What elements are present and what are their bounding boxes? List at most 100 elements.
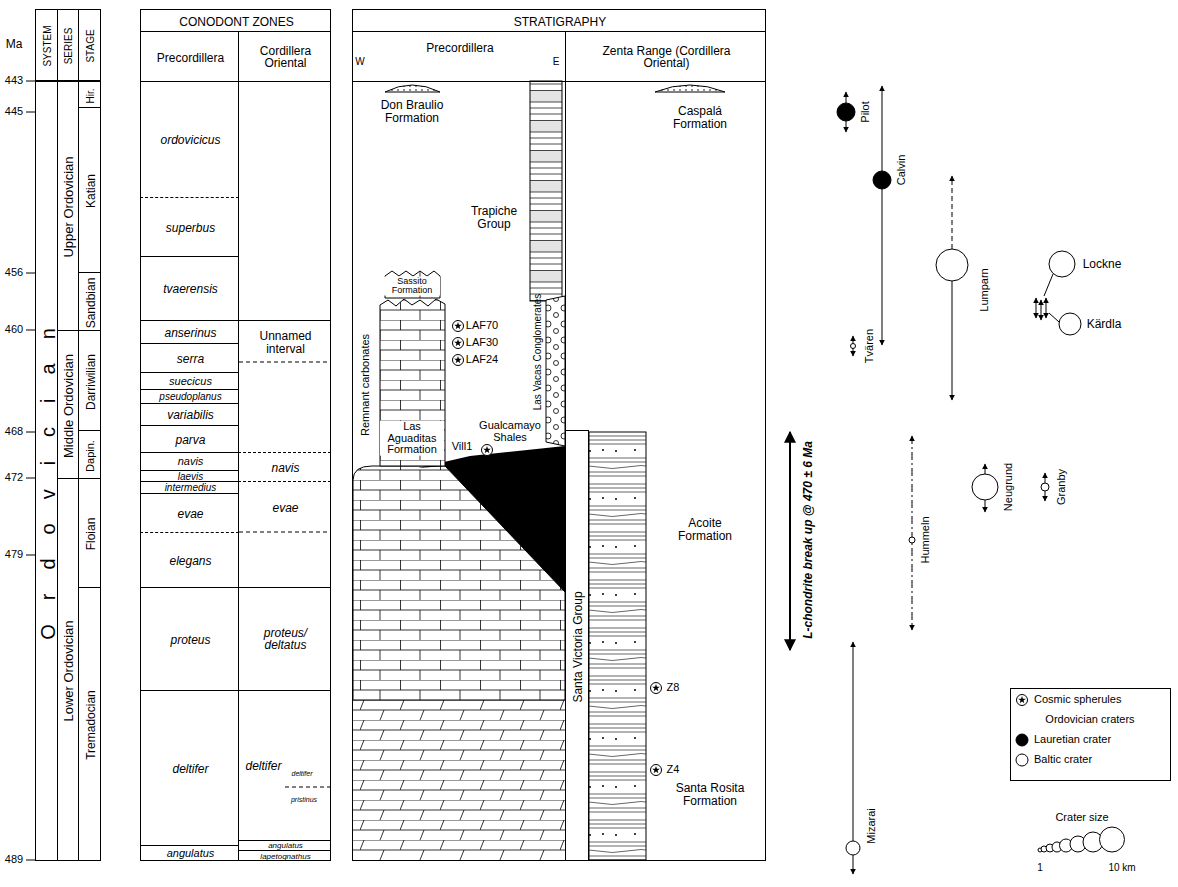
cell-text: STRATIGRAPHY	[514, 15, 606, 28]
cell-text: Dapin.	[85, 440, 97, 472]
text-label: Remnant carbonates	[360, 334, 372, 436]
text-label: Hummeln	[920, 516, 932, 563]
text-label: Neugrund	[1003, 463, 1015, 511]
header-box: Precordillera	[140, 31, 239, 82]
cell-text: Precordillera	[157, 51, 224, 64]
text-label: Acoite Formation	[665, 517, 745, 542]
zone-cell: evae	[238, 481, 331, 532]
vertical-cell: Hir.	[78, 81, 101, 108]
zone-cell: anserinus	[140, 320, 239, 343]
text-label: 445	[5, 106, 23, 118]
zone-cell: suecicus	[140, 372, 239, 389]
cell-text: STAGE	[85, 29, 96, 62]
text-label: Gualcamayo Shales	[476, 420, 544, 443]
legend-text: Baltic crater	[1034, 754, 1092, 766]
cell-text: deltifer	[245, 760, 281, 773]
vertical-cell: Santa Victoria Group	[565, 430, 589, 861]
vertical-cell: Darriwilian	[78, 330, 101, 431]
zone-cell: proteus/ deltatus	[238, 587, 331, 690]
zone-cell: laevis	[140, 470, 239, 481]
vertical-cell: Sandbian	[78, 272, 101, 331]
text-label: W	[355, 57, 364, 68]
cell-text: Hir.	[85, 88, 96, 103]
zone-cell: angulatus	[140, 845, 239, 861]
zone-cell: navis	[140, 452, 239, 470]
text-label: LAF30	[466, 337, 498, 349]
cell-text: Darriwilian	[84, 353, 97, 409]
text-label: LAF70	[466, 320, 498, 332]
text-label: Lumparn	[979, 268, 991, 311]
text-label: Tvären	[864, 329, 876, 363]
cell-text: Katian	[84, 174, 97, 208]
text-label: 468	[5, 426, 23, 438]
cell-text: pseudoplanus	[159, 392, 221, 403]
text-label: 489	[5, 854, 23, 866]
cell-text: Cordillera Oriental	[246, 45, 326, 70]
zone-cell: proteus	[140, 587, 239, 690]
text-label: Las Aguaditas Formation	[380, 421, 444, 456]
cell-text: elegans	[169, 554, 211, 567]
zone-cell: lapetognathus	[238, 850, 331, 861]
vertical-cell: Katian	[78, 107, 101, 273]
vertical-cell: Lower Ordovician	[57, 478, 79, 861]
text-label: Pilot	[860, 101, 872, 122]
zone-cell: elegans	[140, 532, 239, 587]
cell-text: angulatus	[268, 842, 303, 850]
cell-text: ordovicicus	[160, 134, 220, 147]
zone-cell: deltifer	[238, 690, 331, 840]
text-label: Crater size	[1055, 812, 1108, 824]
zone-cell: intermedius	[140, 481, 239, 493]
cell-text: Zenta Range (Cordillera Oriental)	[599, 45, 734, 70]
cell-text: angulatus	[167, 848, 215, 860]
cell-text: Ordovician	[37, 304, 58, 640]
cell-text: superbus	[166, 221, 215, 234]
text-label: Granby	[1056, 469, 1068, 505]
cell-text: parva	[175, 433, 205, 446]
text-label: 472	[5, 472, 23, 484]
text-label: Mizarai	[866, 808, 878, 843]
cell-text: proteus	[170, 633, 210, 646]
text-label: Las Vacas Conglomerates	[533, 294, 544, 411]
text-label: Calvin	[896, 155, 908, 186]
cell-text: anserinus	[164, 326, 216, 339]
cell-text: navis	[178, 456, 204, 468]
zone-cell: evae	[140, 493, 239, 532]
text-label: E	[553, 57, 560, 68]
text-label: 10 km	[1108, 863, 1135, 874]
cell-text: Precordillera	[426, 41, 493, 54]
text-label: L-chondrite break up @ 470 ± 6 Ma	[802, 441, 815, 639]
zone-cell: Unnamed interval	[238, 320, 331, 452]
cell-text: suecicus	[169, 376, 212, 388]
text-label: Z8	[667, 682, 680, 694]
zone-cell: pseudoplanus	[140, 389, 239, 403]
cell-text: deltifer	[172, 762, 208, 775]
text-label: Ordovician craters	[1045, 714, 1134, 726]
text-label: 443	[5, 75, 23, 87]
header-box: STRATIGRAPHY	[352, 9, 766, 32]
cell-text: variabilis	[167, 409, 214, 422]
text-label: Vill1	[452, 441, 473, 453]
text-label: Z4	[667, 764, 680, 776]
cell-text: lapetognathus	[260, 852, 310, 860]
zone-cell: parva	[140, 425, 239, 452]
cell-text: navis	[271, 461, 299, 474]
cell-text: SYSTEM	[42, 25, 53, 66]
zone-cell: navis	[238, 452, 331, 481]
cell-text: Floian	[84, 518, 97, 551]
text-label: Kärdla	[1087, 318, 1122, 331]
cell-text: proteus/ deltatus	[251, 627, 321, 652]
cell-text: Upper Ordovician	[62, 156, 76, 257]
header-box: CONODONT ZONES	[140, 9, 331, 32]
text-label: Santa Rosita Formation	[665, 782, 755, 807]
vertical-cell: Middle Ordovician	[57, 330, 79, 479]
cell-text: Lower Ordovician	[62, 620, 76, 721]
cell-text: Unnamed interval	[246, 330, 326, 355]
cell-text: Middle Ordovician	[62, 353, 76, 457]
cell-text: evae	[272, 501, 298, 514]
header-box: Cordillera Oriental	[238, 31, 331, 82]
zone-cell: angulatus	[238, 840, 331, 850]
text-label: deltifer	[291, 770, 312, 777]
vertical-cell: Upper Ordovician	[57, 81, 79, 331]
cell-text: Santa Victoria Group	[572, 591, 585, 702]
cell-text: tvaerensis	[163, 283, 218, 296]
